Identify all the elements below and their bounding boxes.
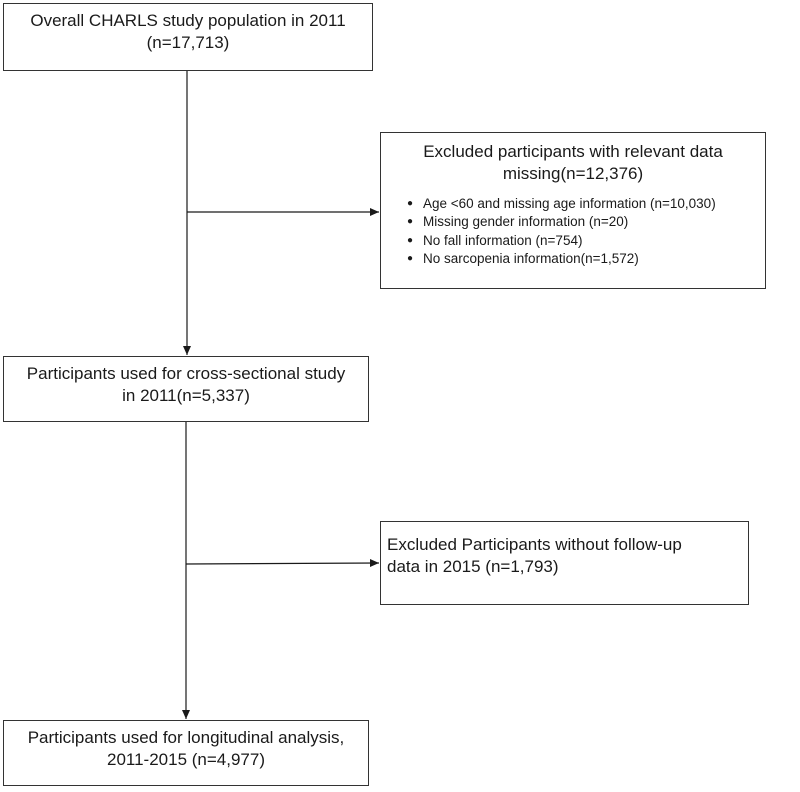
box-cross-sectional: Participants used for cross-sectional st… [3, 356, 369, 422]
box-longitudinal: Participants used for longitudinal analy… [3, 720, 369, 786]
longitudinal-count: 2011-2015 (n=4,977) [106, 750, 265, 770]
excluded-missing-title: Excluded participants with relevant data [423, 142, 723, 161]
cross-sectional-title: Participants used for cross-sectional st… [26, 364, 346, 383]
excluded-followup-title: Excluded Participants without follow-up [387, 535, 682, 554]
box-overall-population: Overall CHARLS study population in 2011 … [3, 3, 373, 71]
list-item: ●Missing gender information (n=20) [407, 214, 629, 230]
bullet-icon: ● [407, 234, 414, 246]
exclusion-list: ●Age <60 and missing age information (n=… [381, 195, 765, 268]
bullet-icon: ● [407, 252, 414, 264]
excluded-missing-count: missing(n=12,376) [502, 164, 644, 184]
list-item: ●No sarcopenia information(n=1,572) [407, 250, 639, 266]
longitudinal-title: Participants used for longitudinal analy… [27, 728, 345, 747]
bullet-icon: ● [407, 198, 414, 210]
bullet-icon: ● [407, 216, 414, 228]
cross-sectional-count: in 2011(n=5,337) [122, 386, 250, 406]
box-excluded-followup: Excluded Participants without follow-up … [380, 521, 749, 605]
arrow-to-excluded-followup [185, 559, 380, 568]
overall-count: (n=17,713) [146, 33, 230, 53]
list-item: ●Age <60 and missing age information (n=… [407, 196, 716, 212]
box-excluded-missing-data: Excluded participants with relevant data… [380, 132, 766, 289]
overall-title: Overall CHARLS study population in 2011 [30, 11, 346, 30]
list-item: ●No fall information (n=754) [407, 232, 583, 248]
excluded-followup-count: data in 2015 (n=1,793) [387, 557, 559, 577]
